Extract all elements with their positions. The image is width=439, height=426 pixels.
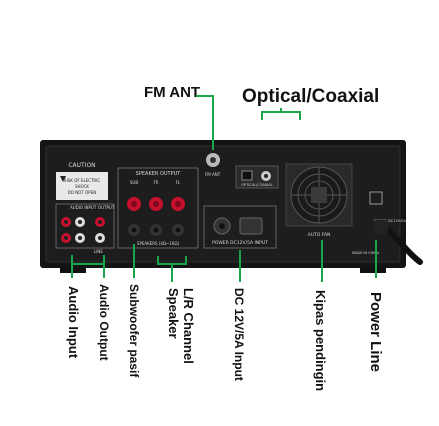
label-power-line: Power Line [367,292,384,373]
label-lr-channel-speaker: L/R Channel Speaker [166,288,196,364]
sub-text: SUB [130,180,138,185]
caution-line: RISK OF ELECTRIC [64,178,101,183]
caution-title: CAUTION [68,162,95,169]
optical-coaxial-panel-text: OPTICAL/COAXIAL [241,183,272,187]
label-dc-input: DC 12V/5A Input [232,288,246,381]
cooling-fan-icon [285,163,353,227]
auto-fan-text: AUTO FAN [308,232,331,238]
caution-line: SHOCK [75,184,89,189]
audio-input-text: AUDIO INPUT [70,205,97,210]
annotation-lines [71,95,377,282]
optical-coaxial-port-icons [241,170,271,181]
label-audio-input: Audio Input [66,286,81,359]
power-dc-label: POWER DC12V/5A [374,219,406,223]
fm-ant-label: FM ANT [144,84,201,101]
fl-text: FL [176,180,181,185]
speaker-output-text: SPEAKER OUTPUT [136,171,182,177]
caution-lines: RISK OF ELECTRIC SHOCK DO NOT OPEN [64,178,101,195]
speakers-rating-text: SPEAKERS (4Ω~16Ω) [137,241,180,246]
power-input-text: POWER DC12V/5A INPUT [212,240,268,246]
line-text: LINE [94,249,103,254]
rca-jack-icons [61,217,105,243]
label-audio-output: Audio Output [97,284,111,361]
fm-ant-panel-text: FM ANT [205,172,221,177]
fr-text: FR [153,180,158,185]
output-text: OUTPUT [98,205,115,210]
speaker-terminal-icons [127,197,185,236]
optical-coaxial-label: Optical/Coaxial [242,86,380,107]
made-in-text: MADE IN CHINA [352,251,380,255]
label-subwoofer-pasif: Subwoofer pasif [127,284,141,378]
caution-line: DO NOT OPEN [68,190,96,195]
dc-power-jack-icon [213,217,263,235]
label-kipas-pendingin: Kipas pendingin [313,290,328,392]
fm-ant-jack-icon [206,153,220,167]
